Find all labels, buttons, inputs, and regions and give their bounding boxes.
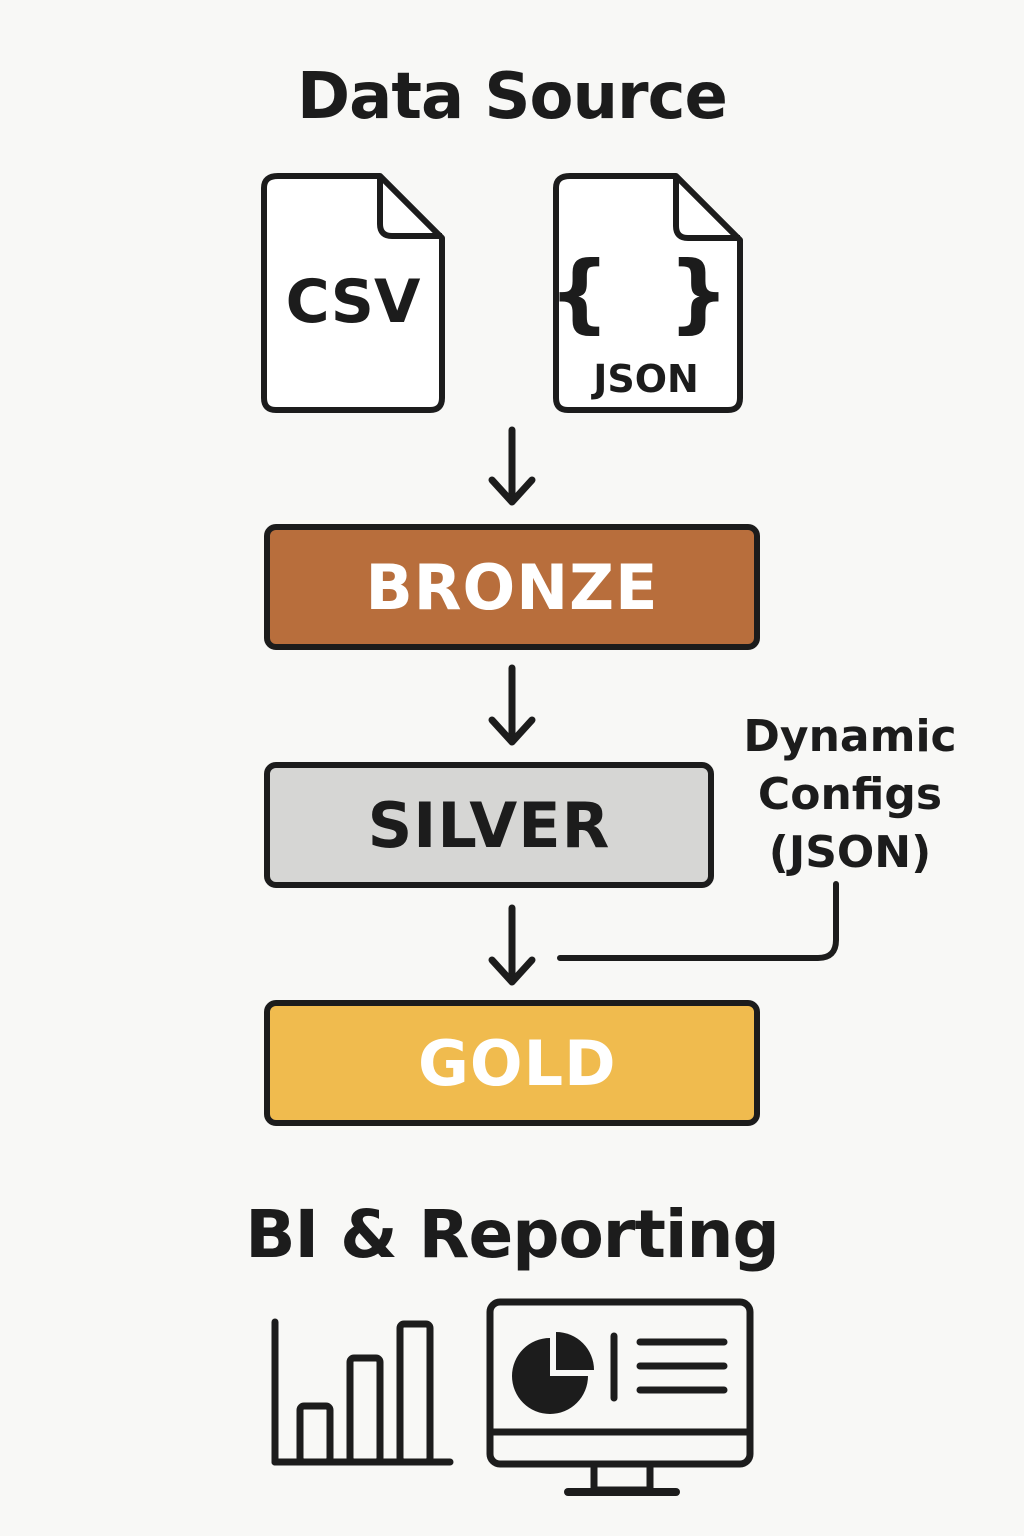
json-label: JSON — [590, 357, 699, 401]
dynamic-configs-note: Dynamic Configs (JSON) — [736, 708, 964, 882]
silver-layer-label: SILVER — [367, 788, 611, 862]
data-source-title: Data Source — [297, 60, 728, 134]
bar-chart-icon — [271, 1318, 454, 1466]
dashboard-monitor-icon — [486, 1298, 754, 1496]
csv-file-icon: CSV — [261, 173, 445, 413]
arrow-down-icon — [488, 904, 536, 986]
gold-layer-label: GOLD — [418, 1026, 617, 1100]
arrow-down-icon — [488, 426, 536, 506]
csv-label: CSV — [286, 267, 421, 337]
dynamic-configs-line: Configs — [757, 769, 943, 820]
json-braces-icon: { } — [549, 243, 743, 343]
gold-layer-box: GOLD — [264, 1000, 760, 1126]
config-connector-line — [557, 881, 839, 961]
json-file-icon: { } JSON — [549, 173, 743, 413]
bronze-layer-box: BRONZE — [264, 524, 760, 650]
dynamic-configs-line: (JSON) — [768, 827, 932, 878]
silver-layer-box: SILVER — [264, 762, 714, 888]
dynamic-configs-line: Dynamic — [743, 711, 957, 762]
bronze-layer-label: BRONZE — [365, 550, 659, 624]
arrow-down-icon — [488, 664, 536, 746]
bi-reporting-title: BI & Reporting — [245, 1196, 780, 1273]
